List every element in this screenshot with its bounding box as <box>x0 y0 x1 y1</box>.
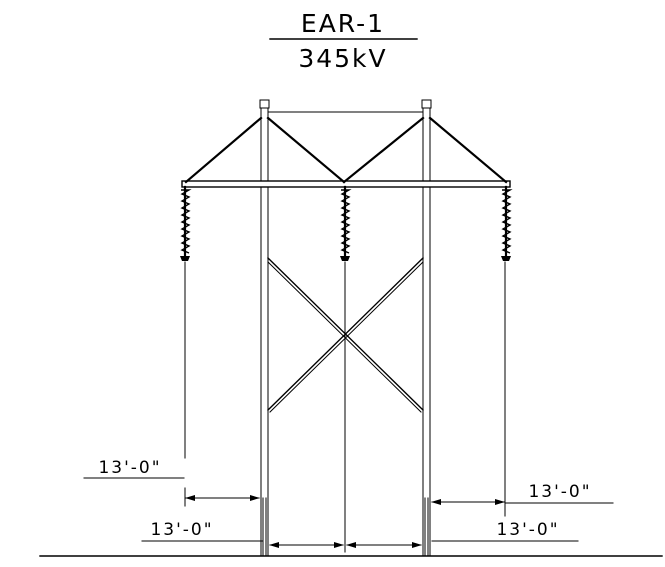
dim-left-inner-label: 13'-0" <box>150 520 213 540</box>
insulator-center <box>340 185 352 261</box>
right-pole <box>421 99 432 557</box>
structure-name: EAR-1 <box>301 9 385 38</box>
conductor-extension-lines <box>184 261 506 553</box>
dimension-left-inner: 13'-0" <box>141 520 344 548</box>
insulator-left <box>180 185 192 261</box>
dimension-right-outer: 13'-0" <box>431 482 614 513</box>
dimension-left-outer: 13'-0" <box>83 458 260 507</box>
dim-right-inner-label: 13'-0" <box>496 520 559 540</box>
dimension-right-inner: 13'-0" <box>346 520 579 548</box>
voltage-label: 345kV <box>298 44 387 73</box>
dim-left-outer-label: 13'-0" <box>98 458 161 478</box>
upper-braces <box>184 116 508 184</box>
insulator-right <box>501 185 513 261</box>
title-block: EAR-1 345kV <box>269 9 418 73</box>
dim-right-outer-label: 13'-0" <box>528 482 591 502</box>
left-pole <box>259 99 270 557</box>
